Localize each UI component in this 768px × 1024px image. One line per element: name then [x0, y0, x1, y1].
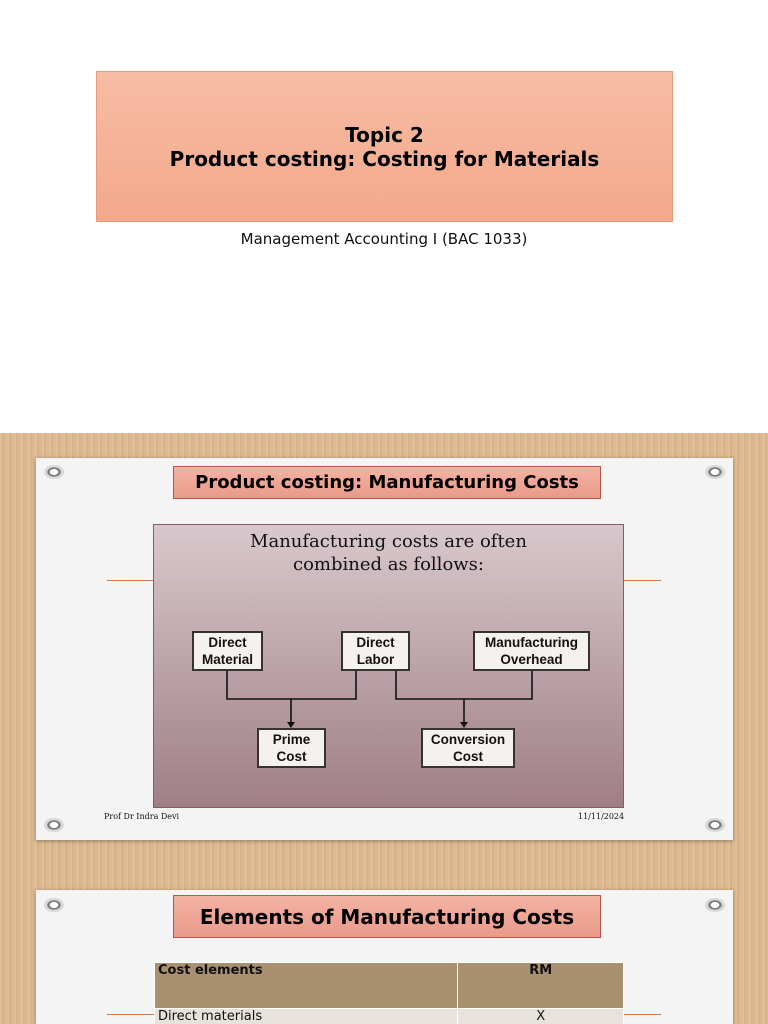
diagram-title: Manufacturing costs are often combined a…: [154, 530, 623, 576]
direct-labor-box: Direct Labor: [341, 631, 410, 671]
cost-elements-table: Cost elements RM Direct materials X: [153, 962, 624, 1024]
grommet-icon: [44, 898, 64, 912]
box-label: Labor: [356, 652, 395, 667]
box-label: Cost: [276, 749, 307, 764]
divider-line: [624, 580, 661, 581]
grommet-icon: [44, 818, 64, 832]
table-header-cell: RM: [457, 962, 624, 1009]
prime-cost-box: Prime Cost: [257, 728, 326, 768]
box-label: Direct: [208, 635, 247, 650]
slide-heading: Product costing: Manufacturing Costs: [173, 466, 601, 499]
conversion-cost-box: Conversion Cost: [421, 728, 515, 768]
grommet-icon: [705, 818, 725, 832]
table-header-cell: Cost elements: [153, 962, 459, 1009]
topic-subtitle: Product costing: Costing for Materials: [169, 146, 600, 171]
grommet-icon: [705, 465, 725, 479]
connector-lines: [226, 671, 533, 728]
direct-material-box: Direct Material: [192, 631, 263, 671]
grommet-icon: [705, 898, 725, 912]
box-label: Material: [201, 652, 254, 667]
box-label: Prime: [272, 732, 311, 747]
table-row: Direct materials X: [153, 1008, 624, 1024]
table-cell: Direct materials: [153, 1008, 459, 1024]
box-label: Cost: [453, 749, 483, 764]
diagram-title-line: Manufacturing costs are often: [250, 531, 527, 552]
table-header-row: Cost elements RM: [153, 962, 624, 1009]
slide-heading: Elements of Manufacturing Costs: [173, 895, 601, 938]
box-label: Conversion: [430, 732, 506, 747]
box-label: Manufacturing: [485, 635, 578, 650]
grommet-icon: [44, 465, 64, 479]
divider-line: [107, 1014, 154, 1015]
manufacturing-overhead-box: Manufacturing Overhead: [473, 631, 590, 671]
table-cell: X: [457, 1008, 624, 1024]
topic-title: Topic 2: [345, 122, 424, 147]
diagram-title-line: combined as follows:: [292, 554, 484, 575]
box-label: Overhead: [500, 652, 563, 667]
title-box: Topic 2 Product costing: Costing for Mat…: [96, 71, 673, 222]
title-slide: Topic 2 Product costing: Costing for Mat…: [0, 0, 768, 432]
box-label: Direct: [356, 635, 395, 650]
cost-diagram: Manufacturing costs are often combined a…: [153, 524, 624, 808]
course-subtitle: Management Accounting I (BAC 1033): [240, 230, 528, 248]
divider-line: [107, 580, 154, 581]
footer-date: 11/11/2024: [578, 812, 625, 821]
divider-line: [624, 1014, 661, 1015]
footer-author: Prof Dr Indra Devi: [104, 812, 180, 821]
